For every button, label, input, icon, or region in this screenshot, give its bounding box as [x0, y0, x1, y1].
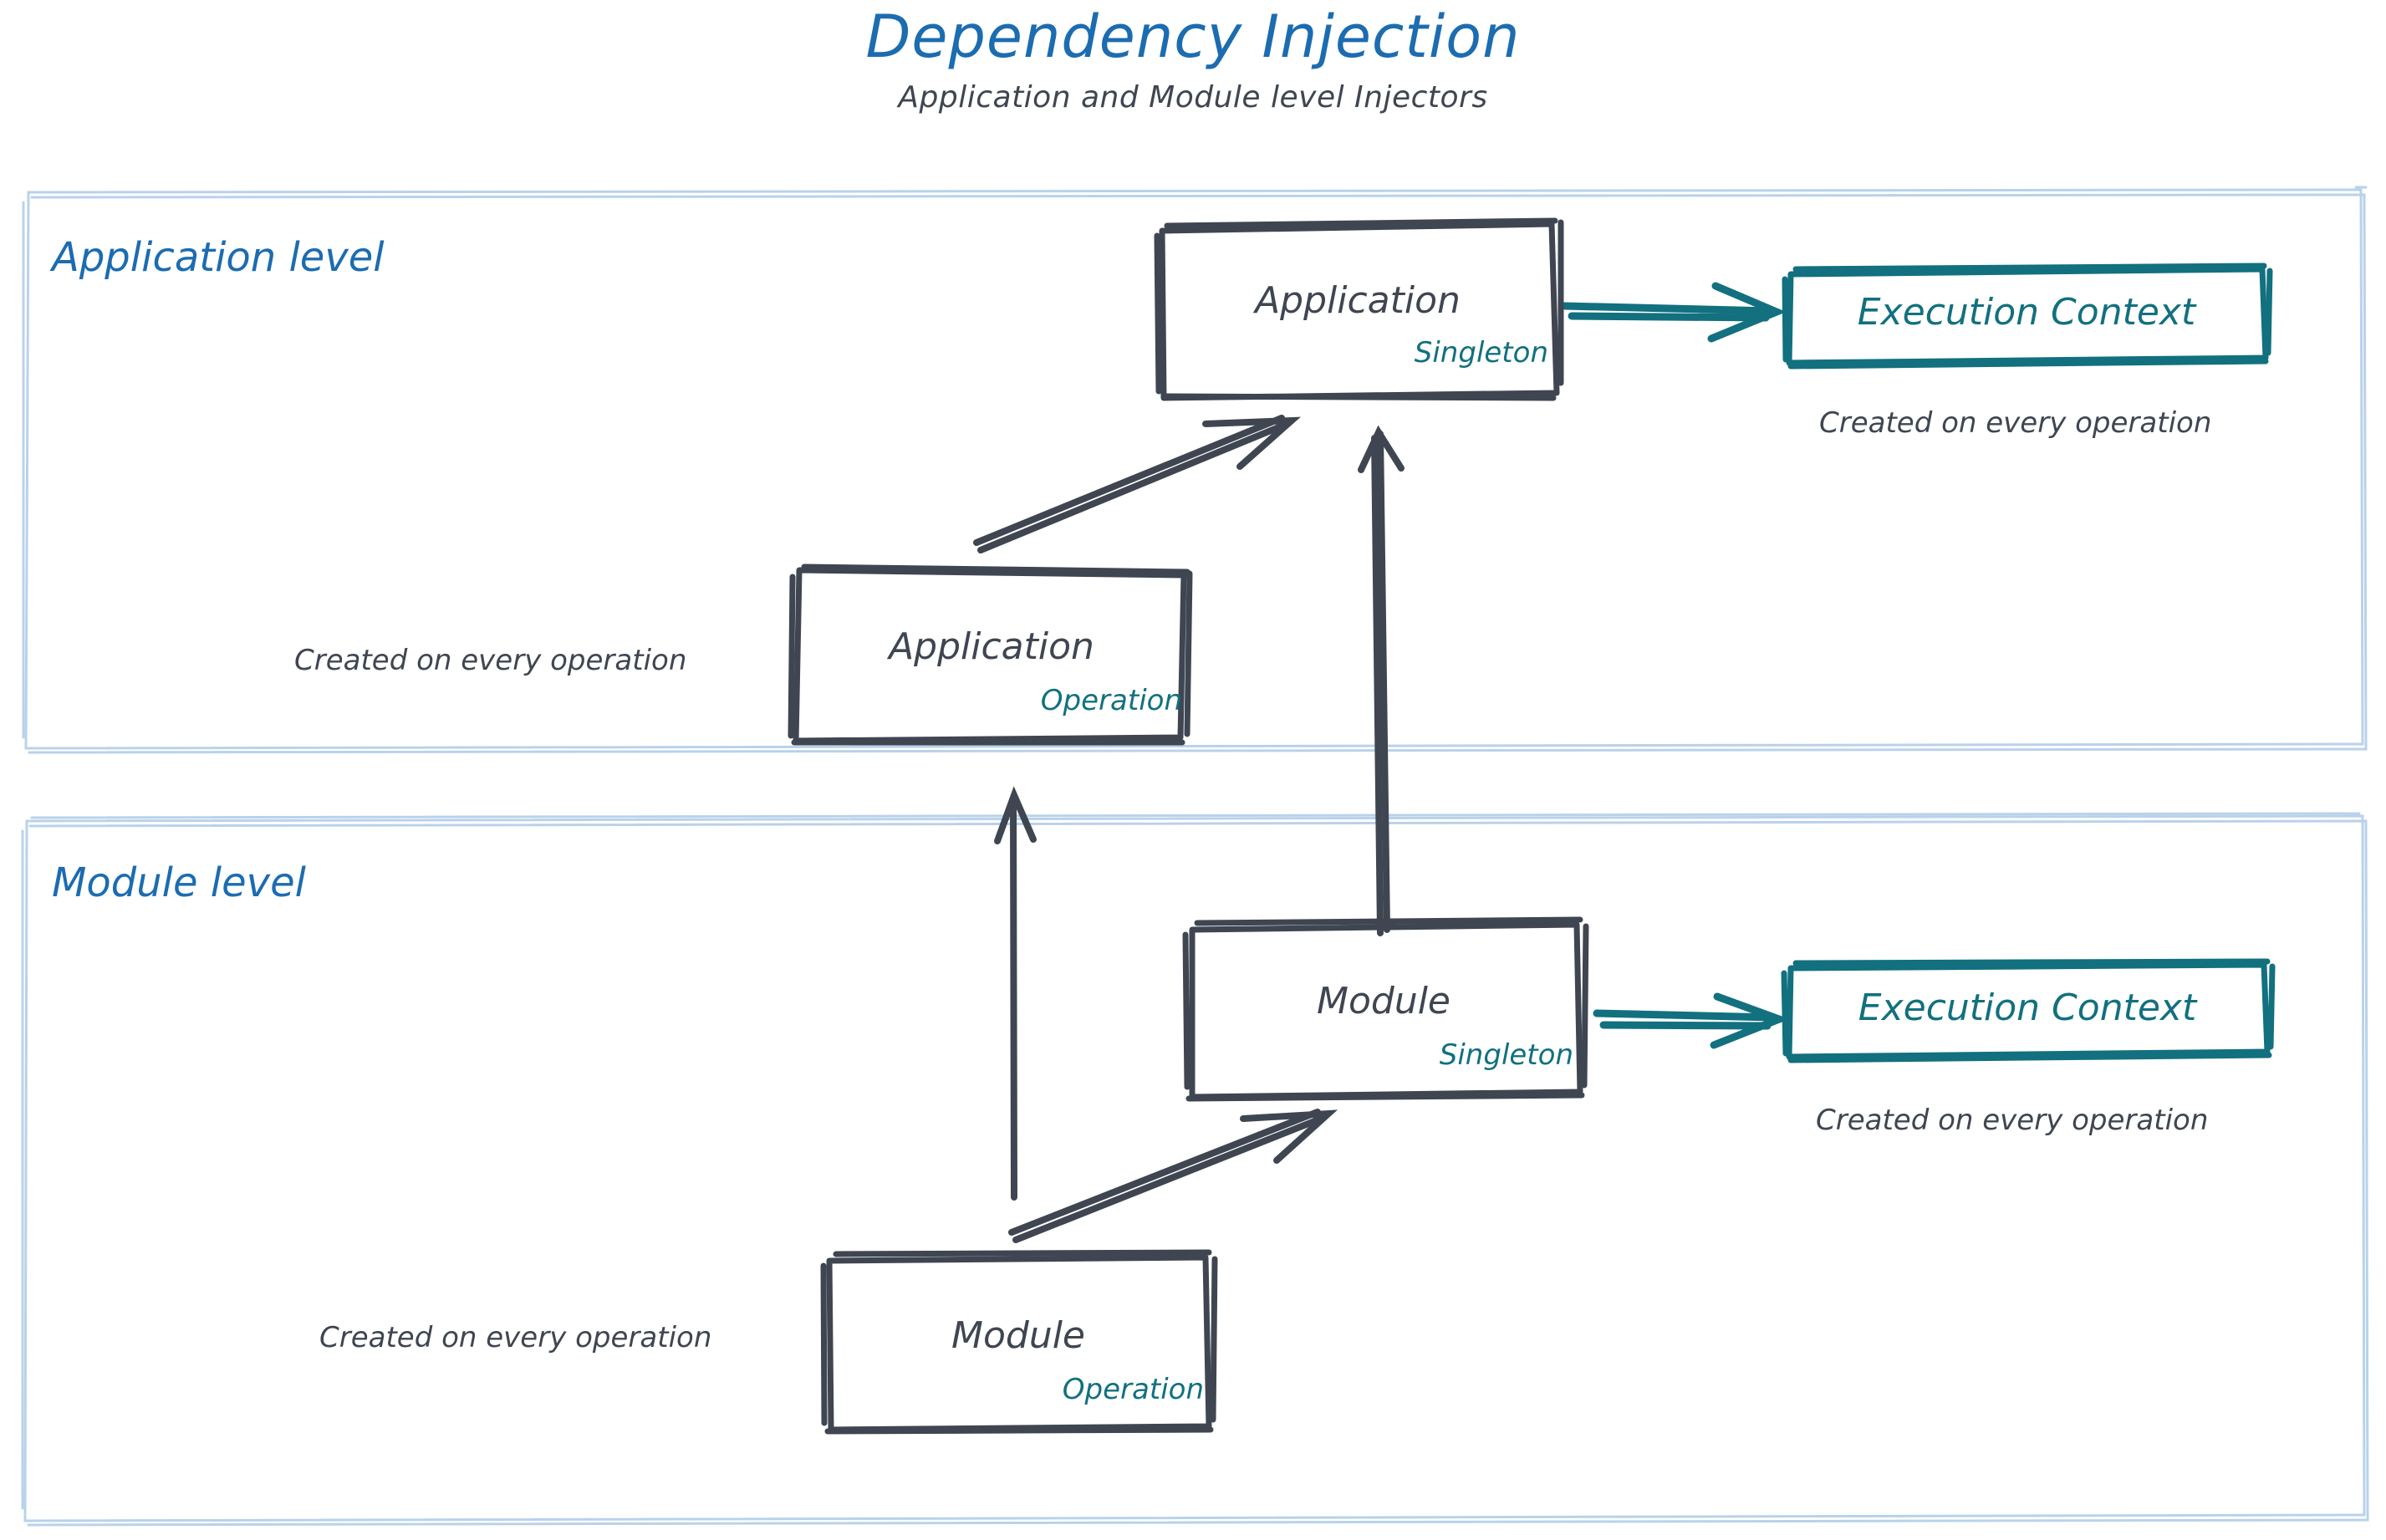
page-subtitle: Application and Module level Injectors	[898, 79, 1488, 115]
node-application-operation[interactable]: Application Operation	[788, 563, 1196, 746]
lane-module-level: Module level	[15, 812, 2371, 1527]
node-box-sketch	[788, 563, 1193, 746]
lane-application-level: Application level	[15, 186, 2371, 754]
node-title: Application	[1255, 279, 1461, 322]
caption-execution-context-application-note: Created on every operation	[1819, 406, 2212, 440]
lane-border-sketch	[21, 812, 2369, 1527]
node-title: Application	[889, 625, 1094, 668]
node-title: Execution Context	[1857, 291, 2196, 334]
node-module-operation[interactable]: Module Operation	[819, 1249, 1218, 1435]
title-block: Dependency Injection Application and Mod…	[0, 3, 2386, 115]
node-box-sketch	[1154, 217, 1564, 401]
lane-label-module-level: Module level	[52, 859, 306, 906]
caption-execution-context-module-note: Created on every operation	[1816, 1104, 2209, 1137]
node-box-sketch	[1781, 958, 2276, 1063]
node-title: Module	[1317, 980, 1450, 1022]
node-box-sketch	[1182, 916, 1589, 1102]
node-scope-badge: Operation	[1062, 1373, 1204, 1406]
node-box-sketch	[820, 1249, 1218, 1435]
lane-border-sketch	[22, 186, 2368, 754]
node-scope-badge: Operation	[1040, 684, 1182, 717]
caption-module-operation-note: Created on every operation	[319, 1321, 712, 1354]
node-execution-context-module[interactable]: Execution Context	[1781, 958, 2276, 1063]
node-execution-context-application[interactable]: Execution Context	[1782, 263, 2273, 370]
node-application-singleton[interactable]: Application Singleton	[1154, 217, 1564, 401]
node-title: Module	[951, 1314, 1085, 1357]
caption-application-operation-note: Created on every operation	[294, 644, 687, 677]
node-title: Execution Context	[1858, 987, 2197, 1029]
node-module-singleton[interactable]: Module Singleton	[1180, 916, 1589, 1102]
lane-label-application-level: Application level	[52, 234, 385, 281]
node-scope-badge: Singleton	[1414, 336, 1548, 370]
node-scope-badge: Singleton	[1439, 1038, 1573, 1072]
page-title: Dependency Injection	[865, 3, 1521, 71]
node-box-sketch	[1782, 263, 2273, 370]
